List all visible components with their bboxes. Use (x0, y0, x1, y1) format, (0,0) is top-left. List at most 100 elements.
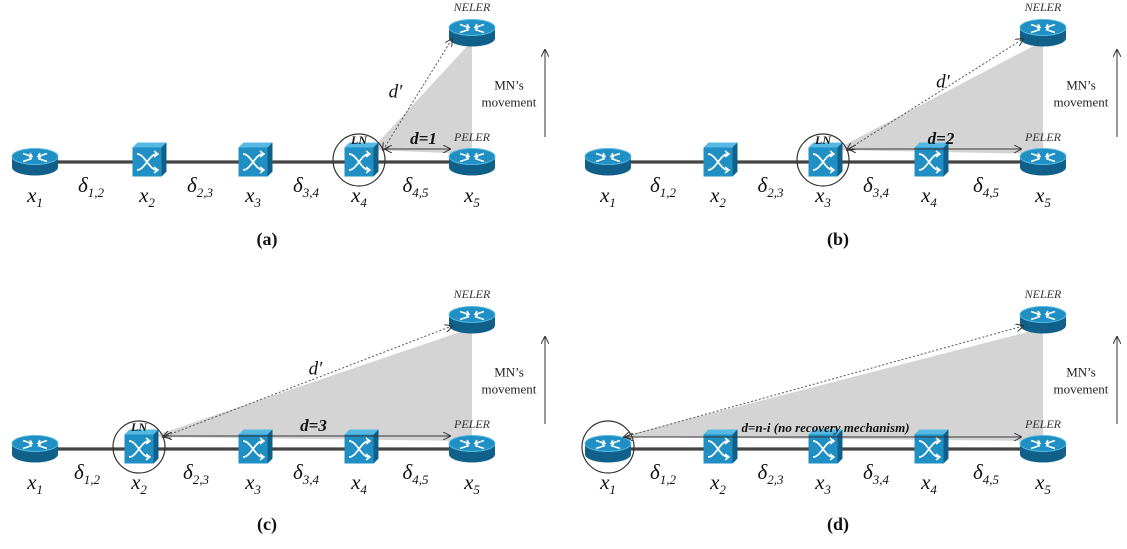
link-label-3-4: δ3,4 (863, 173, 890, 200)
ln-circle (332, 133, 386, 187)
link-label-1-2: δ1,2 (78, 173, 105, 200)
movement-label-line2: movement (1054, 382, 1109, 397)
neler-label: NELER (453, 0, 491, 14)
link-label-2-3: δ2,3 (757, 460, 784, 487)
node-label-x1: x1 (599, 183, 616, 210)
link-label-2-3: δ2,3 (187, 173, 214, 200)
peler-label: PELER (1024, 130, 1062, 144)
node-label-x5: x5 (1034, 470, 1051, 497)
node-x4-switch-icon (344, 142, 379, 177)
d-label: d=n-i (no recovery mechanism) (741, 420, 909, 435)
node-label-x1: x1 (599, 470, 616, 497)
node-label-x1: x1 (26, 470, 43, 497)
neler-router-icon (1019, 306, 1067, 334)
movement-label-line1: MN’s (1066, 78, 1096, 93)
neler-router-icon (448, 306, 496, 334)
node-x5-router-icon (1019, 148, 1067, 176)
node-label-x4: x4 (350, 470, 367, 497)
movement-label-line2: movement (482, 95, 537, 110)
panel-caption: (d) (827, 514, 849, 535)
node-label-x5: x5 (463, 470, 480, 497)
node-x5-router-icon (448, 148, 496, 176)
d-label: d=1 (410, 129, 437, 148)
peler-label: PELER (1024, 417, 1062, 431)
panel-a: x1 x2 x3 x4 x5 NELER PELER δ1,2 δ2,3 δ3,4 δ4,5 LN d′… (11, 0, 545, 250)
ln-circle (112, 420, 166, 474)
peler-label: PELER (453, 130, 491, 144)
node-x1-router-icon (584, 435, 632, 463)
neler-label: NELER (1024, 287, 1062, 301)
node-label-x2: x2 (709, 183, 726, 210)
d-label: d=2 (928, 129, 955, 148)
d-prime-label: d′ (936, 72, 951, 93)
node-x1-router-icon (584, 148, 632, 176)
link-label-3-4: δ3,4 (293, 173, 320, 200)
node-x1-router-icon (11, 148, 59, 176)
panel-caption: (b) (827, 229, 849, 250)
ln-circle (581, 420, 635, 474)
movement-label-line1: MN’s (494, 78, 524, 93)
node-x2-switch-icon (703, 429, 738, 464)
peler-label: PELER (453, 417, 491, 431)
neler-router-icon (1019, 19, 1067, 47)
node-label-x3: x3 (814, 183, 831, 210)
node-label-x2: x2 (709, 470, 726, 497)
ln-label: LN (350, 133, 368, 147)
node-x4-switch-icon (914, 429, 949, 464)
node-label-x2: x2 (138, 183, 155, 210)
neler-router-icon (448, 19, 496, 47)
link-label-3-4: δ3,4 (293, 460, 320, 487)
ln-label: LN (130, 420, 148, 434)
node-label-x3: x3 (814, 470, 831, 497)
d-label: d=3 (300, 416, 327, 435)
node-label-x3: x3 (244, 470, 261, 497)
d-prime-path (624, 326, 1023, 437)
node-label-x2: x2 (130, 470, 147, 497)
node-label-x4: x4 (920, 470, 937, 497)
movement-label-line2: movement (482, 382, 537, 397)
link-label-3-4: δ3,4 (863, 460, 890, 487)
node-x3-switch-icon (238, 429, 273, 464)
panel-b: x1 x2 x3 x4 x5 NELER PELER δ1,2 δ2,3 δ3,4 δ4,5 LN d′… (584, 0, 1117, 250)
link-label-2-3: δ2,3 (757, 173, 784, 200)
movement-label-line1: MN’s (1066, 365, 1096, 380)
node-x2-switch-icon (132, 142, 167, 177)
node-x5-router-icon (1019, 435, 1067, 463)
ln-label: LN (814, 133, 832, 147)
node-label-x3: x3 (244, 183, 261, 210)
link-label-4-5: δ4,5 (973, 173, 1000, 200)
movement-label-line1: MN’s (494, 365, 524, 380)
node-x2-switch-icon (703, 142, 738, 177)
link-label-4-5: δ4,5 (402, 460, 429, 487)
node-label-x5: x5 (463, 183, 480, 210)
node-x3-switch-icon (238, 142, 273, 177)
link-label-1-2: δ1,2 (650, 173, 677, 200)
d-prime-path (847, 39, 1023, 150)
link-label-4-5: δ4,5 (402, 173, 429, 200)
node-x3-switch-icon (808, 142, 843, 177)
link-label-2-3: δ2,3 (183, 460, 210, 487)
d-prime-path (383, 39, 452, 150)
link-label-4-5: δ4,5 (973, 460, 1000, 487)
node-label-x5: x5 (1034, 183, 1051, 210)
node-x4-switch-icon (344, 429, 379, 464)
link-label-1-2: δ1,2 (74, 460, 101, 487)
node-label-x4: x4 (350, 183, 367, 210)
node-x5-router-icon (448, 435, 496, 463)
link-label-1-2: δ1,2 (650, 460, 677, 487)
d-prime-path (163, 326, 452, 437)
movement-label-line2: movement (1054, 95, 1109, 110)
node-x1-router-icon (11, 435, 59, 463)
neler-label: NELER (1024, 0, 1062, 14)
panel-d: x1 x2 x3 x4 x5 NELER PELER δ1,2 δ2,3 δ3,4 δ4,5 d=n-… (581, 287, 1117, 535)
d-prime-label: d′ (309, 359, 324, 380)
d-prime-label: d′ (389, 82, 404, 103)
ln-circle (796, 133, 850, 187)
panel-caption: (c) (257, 514, 277, 535)
panel-caption: (a) (257, 229, 278, 250)
node-x2-switch-icon (124, 429, 159, 464)
node-label-x1: x1 (26, 183, 43, 210)
node-label-x4: x4 (920, 183, 937, 210)
